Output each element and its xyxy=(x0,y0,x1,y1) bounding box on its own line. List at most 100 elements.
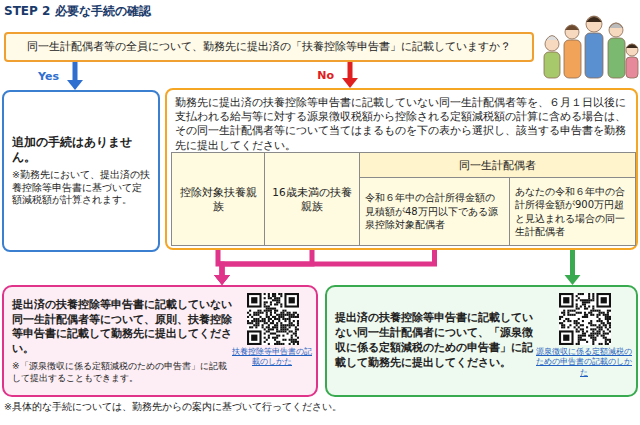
table-cell: 16歳未満の扶養親族 xyxy=(264,152,360,246)
qr-cell xyxy=(588,297,590,299)
qr-cell xyxy=(599,330,601,332)
qr-cell xyxy=(567,318,569,320)
step-title: STEP 2 必要な手続の確認 xyxy=(4,3,151,20)
qr-cell xyxy=(278,341,280,343)
qr-cell xyxy=(295,341,297,343)
qr-cell xyxy=(576,305,578,307)
qr-cell xyxy=(276,314,278,316)
text-column: 控除対象扶養親族 xyxy=(176,185,260,213)
qr-cell xyxy=(251,322,253,324)
qr-cell xyxy=(584,308,586,310)
box-text: 16歳未満の扶養親族 xyxy=(269,185,355,213)
qr-cell xyxy=(297,341,299,343)
qr-cell xyxy=(291,339,293,341)
qr-cell xyxy=(607,314,609,316)
qr-cell xyxy=(266,308,268,310)
qr-cell xyxy=(284,310,286,312)
qr-cell xyxy=(264,310,266,312)
qr-cell xyxy=(588,335,590,337)
text-column: 令和６年中の合計所得金額の見積額が48万円以下である源泉控除対象配偶者 xyxy=(365,191,504,232)
qr-cell xyxy=(272,328,274,330)
qr-cell xyxy=(601,320,603,322)
qr-cell xyxy=(603,314,605,316)
qr-cell xyxy=(594,310,596,312)
qr-cell xyxy=(576,320,578,322)
qr-cell xyxy=(253,324,255,326)
qr-cell xyxy=(293,343,295,345)
qr-cell xyxy=(274,318,276,320)
qr-cell xyxy=(599,343,601,345)
qr-cell xyxy=(280,328,282,330)
qr-cell xyxy=(293,333,295,335)
qr-cell xyxy=(247,320,249,322)
edge-label: Yes xyxy=(36,70,61,83)
qr-cell xyxy=(588,293,590,295)
qr-cell xyxy=(607,343,609,345)
qr-cell xyxy=(601,312,603,314)
qr-cell xyxy=(578,330,580,332)
qr-cell xyxy=(592,337,594,339)
qr-cell xyxy=(576,295,578,297)
qr-cell xyxy=(563,312,565,314)
qr-cell xyxy=(590,335,592,337)
qr-cell xyxy=(576,330,578,332)
qr-cell xyxy=(257,320,259,322)
qr-cell xyxy=(255,318,257,320)
qr-cell xyxy=(268,295,270,297)
qr-cell xyxy=(578,308,580,310)
link-caption: 源泉徴収に係る定額減税のための申告書の記載のしかた xyxy=(533,347,635,378)
qr-finder xyxy=(560,331,572,343)
qr-cell xyxy=(569,324,571,326)
qr-cell xyxy=(266,305,268,307)
qr-cell xyxy=(297,320,299,322)
qr-cell xyxy=(278,299,280,301)
qr-cell xyxy=(262,312,264,314)
qr-cell xyxy=(274,293,276,295)
qr-cell xyxy=(578,318,580,320)
qr-cell xyxy=(280,322,282,324)
box-text: 提出済の扶養控除等申告書に記載していない同一生計配偶者等について、原則、扶養控除… xyxy=(12,298,234,357)
qr-cell xyxy=(561,312,563,314)
qr-cell xyxy=(274,337,276,339)
box-text: 控除対象扶養親族 xyxy=(176,185,260,213)
qr-cell xyxy=(249,314,251,316)
qr-cell xyxy=(257,312,259,314)
table-cell: あなたの令和６年中の合計所得金額が900万円超と見込まれる場合の同一生計配偶者 xyxy=(509,177,636,246)
qr-cell xyxy=(287,333,289,335)
qr-cell xyxy=(268,335,270,337)
arrow-head xyxy=(214,275,230,285)
qr-cell xyxy=(253,318,255,320)
qr-cell xyxy=(584,301,586,303)
qr-cell xyxy=(280,326,282,328)
qr-cell xyxy=(605,324,607,326)
text-column: 16歳未満の扶養親族 xyxy=(269,185,355,213)
qr-cell xyxy=(605,314,607,316)
qr-cell xyxy=(594,337,596,339)
table-cell: 控除対象扶養親族 xyxy=(171,152,265,246)
qr-cell xyxy=(569,320,571,322)
qr-cell xyxy=(264,320,266,322)
qr-cell xyxy=(272,337,274,339)
qr-cell xyxy=(592,339,594,341)
qr-cell xyxy=(257,322,259,324)
qr-cell xyxy=(272,308,274,310)
qr-cell xyxy=(584,299,586,301)
qr-cell xyxy=(282,314,284,316)
qr-cell xyxy=(262,318,264,320)
qr-cell xyxy=(601,343,603,345)
result-box: 勤務先に提出済の扶養控除等申告書に記載していない同一生計配偶者等を、６月１日以後… xyxy=(165,88,638,250)
qr-cell xyxy=(293,312,295,314)
qr-cell xyxy=(270,301,272,303)
qr-cell xyxy=(580,299,582,301)
qr-cell xyxy=(588,301,590,303)
qr-cell xyxy=(596,320,598,322)
qr-cell xyxy=(276,322,278,324)
qr-cell xyxy=(284,324,286,326)
qr-cell xyxy=(295,330,297,332)
qr-cell xyxy=(291,324,293,326)
qr-cell xyxy=(580,305,582,307)
qr-cell xyxy=(289,326,291,328)
qr-cell xyxy=(287,328,289,330)
qr-cell xyxy=(561,326,563,328)
qr-cell xyxy=(607,316,609,318)
